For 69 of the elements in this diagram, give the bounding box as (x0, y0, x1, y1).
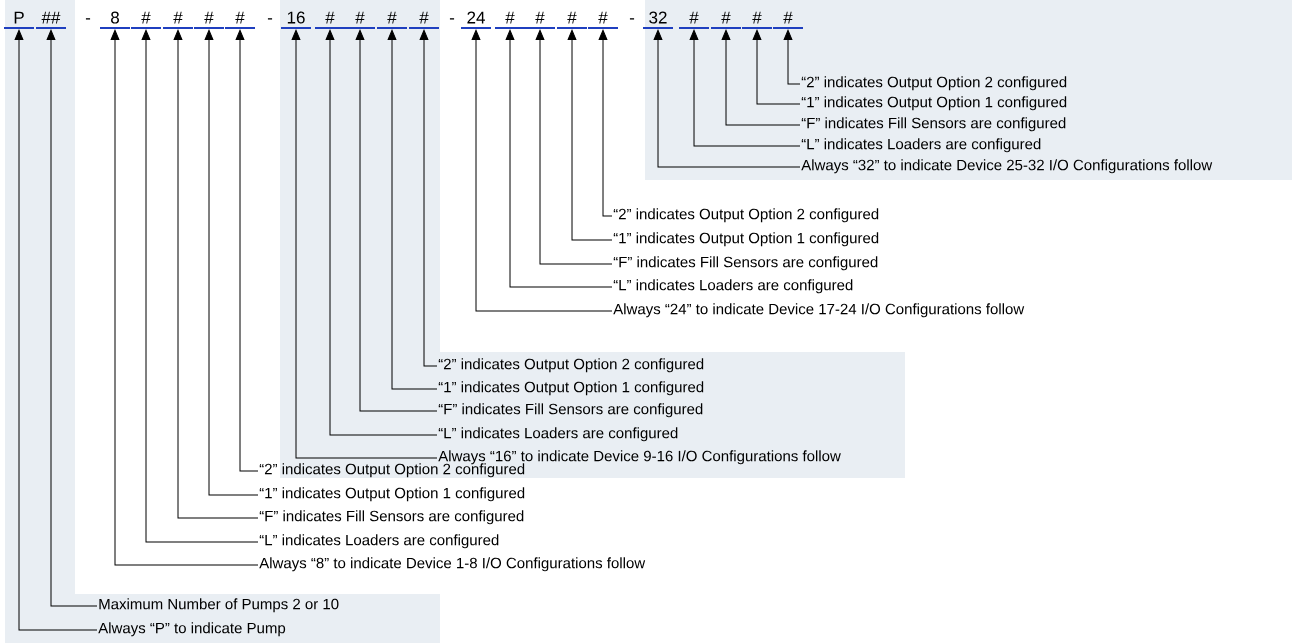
code-character: # (678, 11, 710, 29)
leader-arrow (505, 29, 613, 288)
leader-arrow (235, 29, 259, 472)
code-character: # (524, 11, 556, 29)
leader-arrow (387, 29, 438, 390)
leader-arrow (471, 29, 613, 312)
description-text: “2” indicates Output Option 2 configured (259, 463, 525, 478)
description-text: Always “8” to indicate Device 1-8 I/O Configurations follow (259, 557, 646, 572)
code-character: # (741, 11, 773, 29)
leader-arrow (419, 29, 438, 367)
description-text: “2” indicates Output Option 2 configured (438, 358, 704, 373)
code-character: P (3, 11, 35, 29)
code-character: # (494, 11, 526, 29)
code-character: # (162, 11, 194, 29)
leader-arrow (752, 29, 801, 105)
code-character: # (314, 11, 346, 29)
description-text: Always “24” to indicate Device 17-24 I/O Configurations follow (613, 303, 1025, 318)
description-text: Always “P” to indicate Pump (98, 622, 286, 637)
description-text: “2” indicates Output Option 2 configured (613, 208, 879, 223)
code-character: ## (35, 11, 67, 29)
leader-arrow (689, 29, 801, 147)
description-text: “F” indicates Fill Sensors are configured (259, 510, 524, 525)
leader-arrow (14, 29, 98, 631)
code-character: # (710, 11, 742, 29)
separator-dash: - (629, 18, 635, 20)
description-text: Maximum Number of Pumps 2 or 10 (99, 598, 339, 613)
leader-arrow (291, 29, 438, 459)
leader-arrow (783, 29, 801, 85)
description-text: “F” indicates Fill Sensors are configured (801, 117, 1066, 132)
description-text: “1” indicates Output Option 1 configured (613, 232, 879, 247)
description-text: “1” indicates Output Option 1 configured (259, 487, 525, 502)
description-text: “1” indicates Output Option 1 configured (438, 381, 704, 396)
description-text: “L” indicates Loaders are configured (438, 427, 678, 442)
leader-arrow (173, 29, 259, 519)
leader-arrow (535, 29, 613, 265)
code-character: 32 (642, 11, 674, 29)
separator-dash: - (267, 18, 273, 20)
code-character: # (130, 11, 162, 29)
leader-arrow (721, 29, 801, 126)
leader-arrow (653, 29, 801, 168)
leader-arrow (325, 29, 438, 436)
leader-arrow (598, 29, 613, 217)
code-character: # (224, 11, 256, 29)
leader-arrow (141, 29, 259, 543)
code-character: # (772, 11, 804, 29)
code-character: # (587, 11, 619, 29)
description-text: “L” indicates Loaders are configured (259, 534, 499, 549)
code-character: # (376, 11, 408, 29)
description-text: “F” indicates Fill Sensors are configured (438, 403, 703, 418)
code-character: 16 (280, 11, 312, 29)
leader-arrow (567, 29, 613, 241)
description-text: Always “32” to indicate Device 25-32 I/O Configurations follow (801, 159, 1213, 174)
description-text: “2” indicates Output Option 2 configured (801, 76, 1067, 91)
description-text: “F” indicates Fill Sensors are configured (613, 256, 878, 271)
description-text: “1” indicates Output Option 1 configured (801, 96, 1067, 111)
description-text: “L” indicates Loaders are configured (613, 279, 853, 294)
leader-arrow (204, 29, 259, 496)
code-character: # (408, 11, 440, 29)
leader-arrow (46, 29, 98, 607)
code-character: # (193, 11, 225, 29)
code-character: 24 (460, 11, 492, 29)
leader-arrow (110, 29, 259, 566)
separator-dash: - (449, 18, 455, 20)
code-character: # (344, 11, 376, 29)
code-character: 8 (99, 11, 131, 29)
leader-arrow (355, 29, 438, 412)
code-character: # (556, 11, 588, 29)
description-text: “L” indicates Loaders are configured (801, 138, 1041, 153)
separator-dash: - (85, 18, 91, 20)
